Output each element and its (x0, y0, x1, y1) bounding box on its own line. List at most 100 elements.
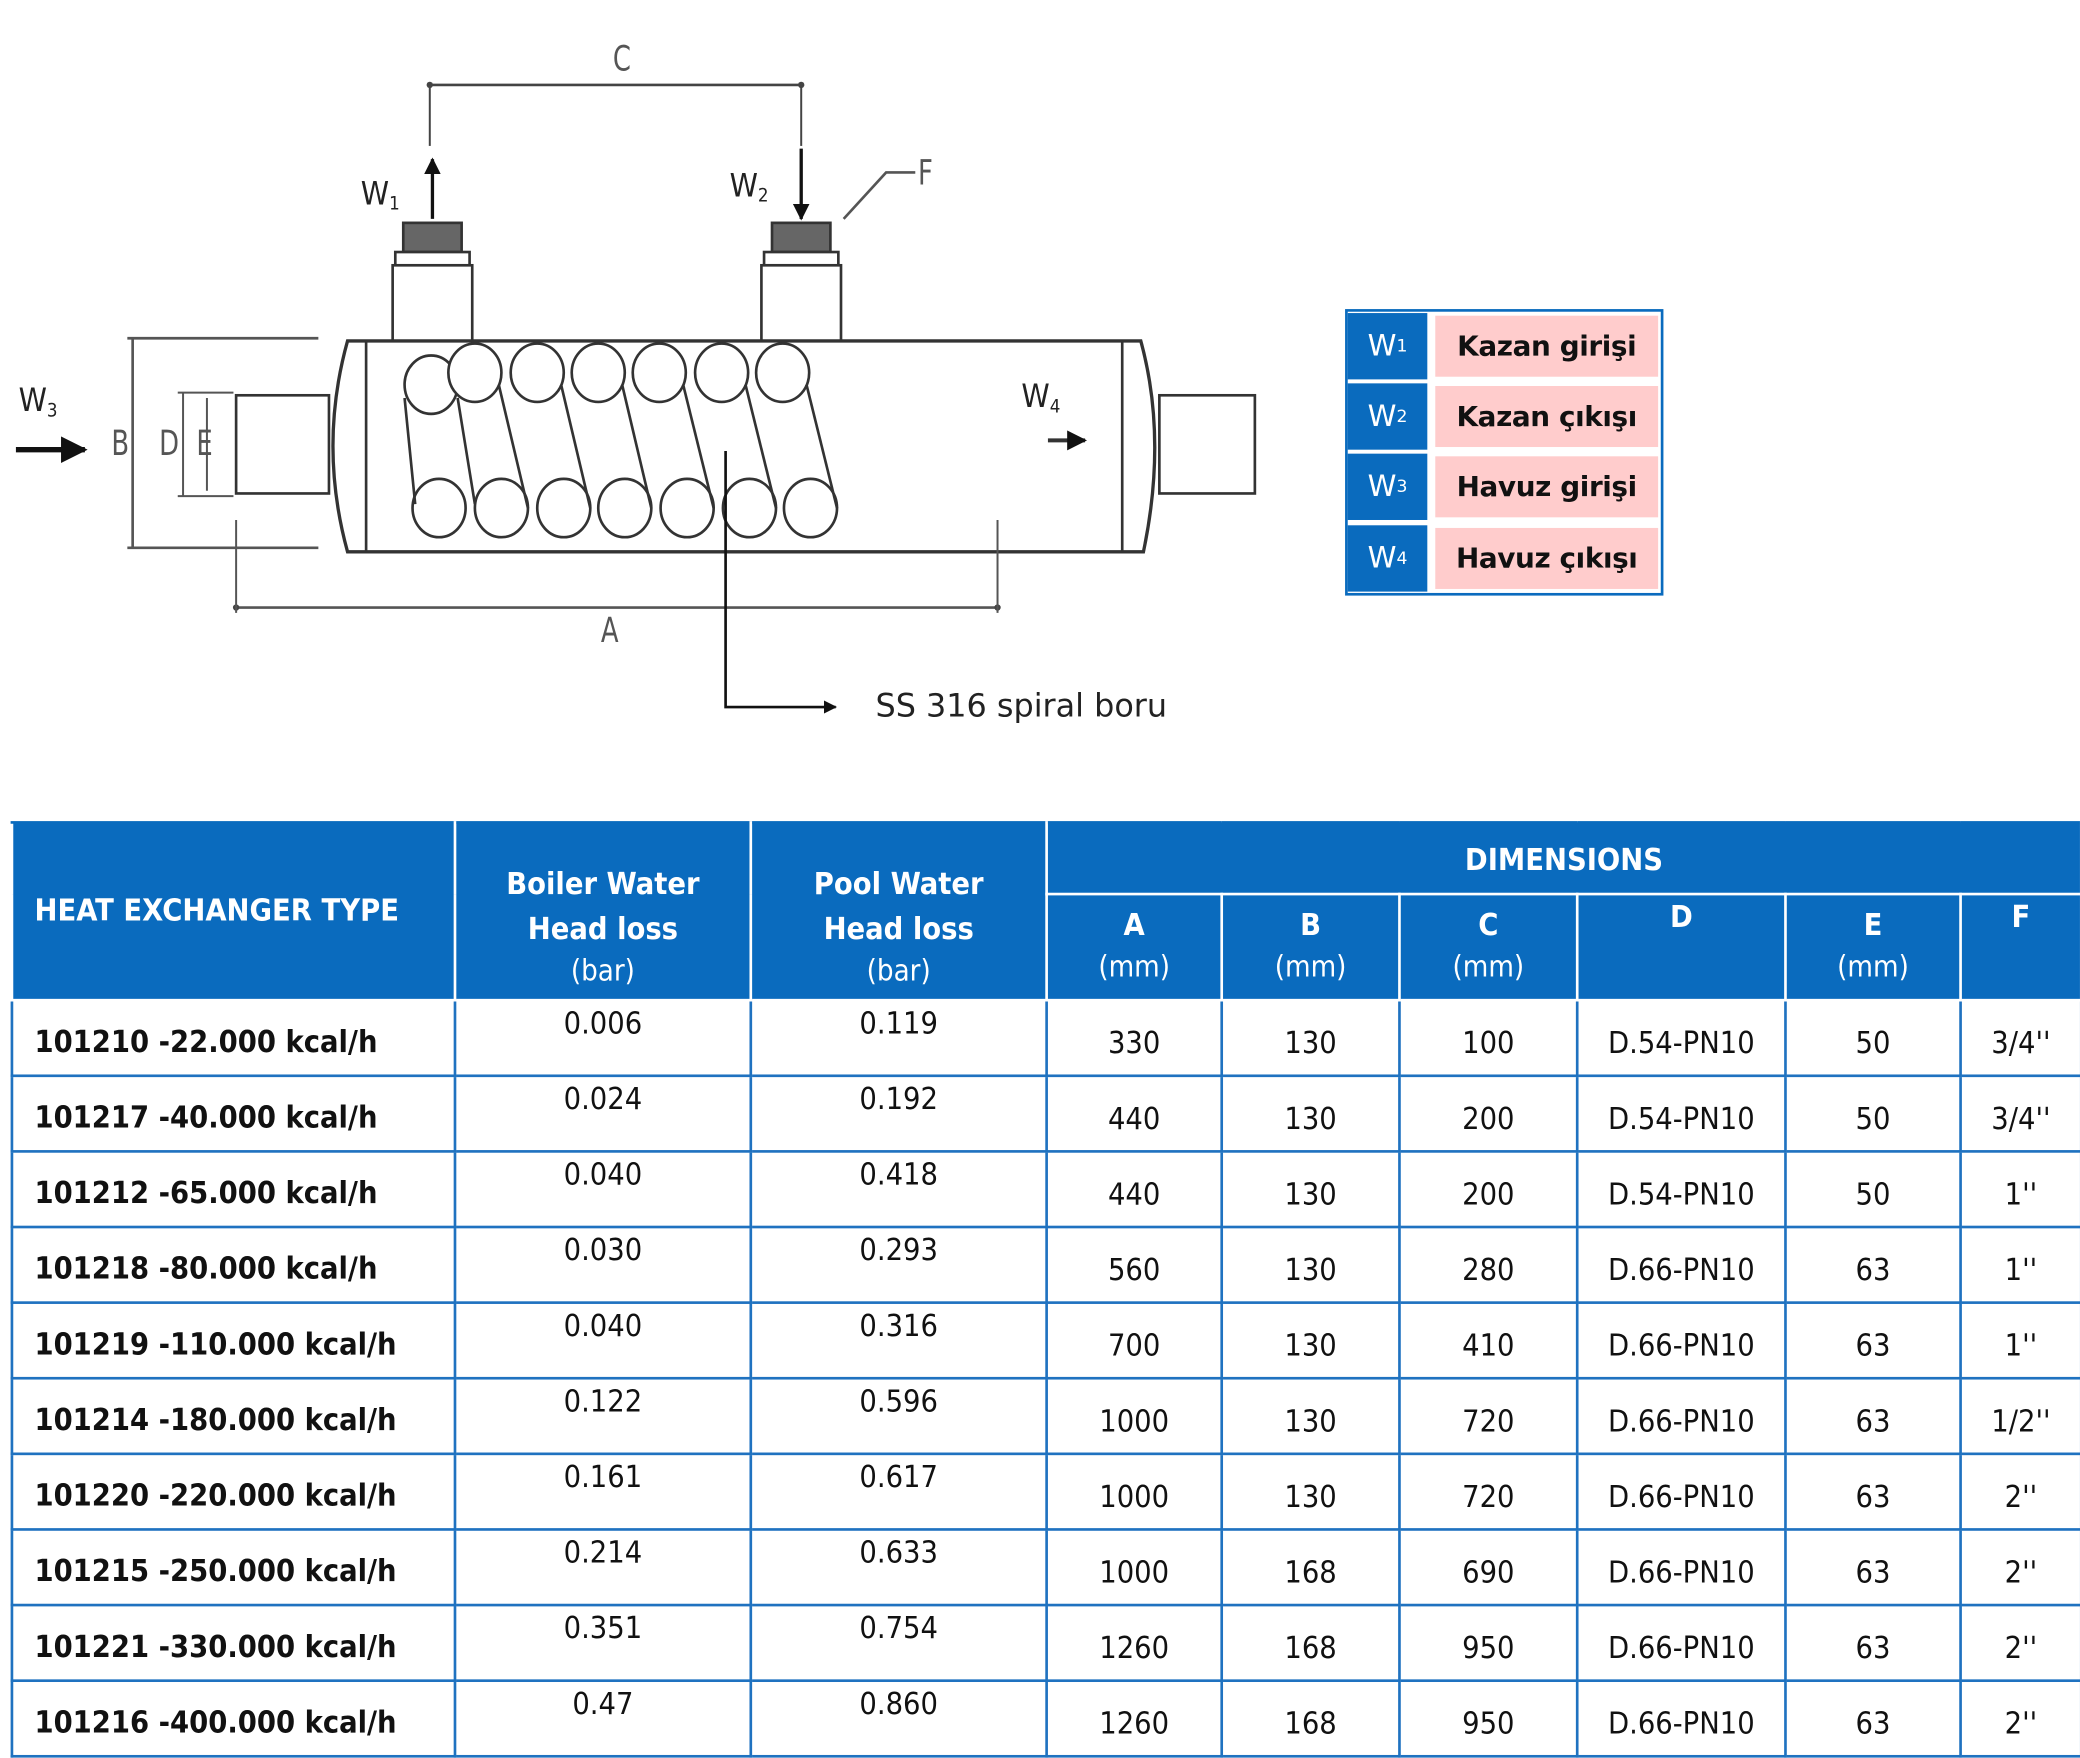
cell-dim-c: 720 (1398, 1376, 1579, 1456)
cell-dim-c: 100 (1398, 998, 1579, 1078)
cell-dim-b: 130 (1220, 998, 1401, 1078)
header-dim-c: C(mm) (1398, 892, 1579, 1002)
cell-dim-e: 63 (1784, 1528, 1962, 1607)
dimension-b-line (127, 336, 319, 550)
cell-dim-f: 1'' (1959, 1301, 2080, 1380)
dimension-b-label: B (111, 424, 130, 465)
cell-type: 101219 -110.000 kcal/h (10, 1301, 457, 1380)
cell-pool-head-loss: 0.860 (749, 1679, 1048, 1758)
header-dim-b: B(mm) (1220, 892, 1401, 1002)
header-heat-exchanger-type: HEAT EXCHANGER TYPE (10, 821, 457, 1002)
cell-boiler-head-loss: 0.030 (453, 1225, 753, 1304)
cell-dim-b: 130 (1220, 1376, 1401, 1456)
cell-type: 101216 -400.000 kcal/h (10, 1679, 457, 1758)
cell-pool-head-loss: 0.119 (749, 998, 1048, 1078)
cell-type: 101220 -220.000 kcal/h (10, 1452, 457, 1531)
cell-dim-b: 168 (1220, 1679, 1401, 1758)
top-nozzle-w1 (391, 221, 474, 347)
legend-label: Havuz girişi (1435, 456, 1659, 518)
dimension-d-label: D (159, 424, 180, 465)
cell-dim-e: 50 (1784, 1150, 1962, 1229)
header-dim-f: F (1959, 892, 2080, 1002)
cell-dim-a: 440 (1045, 1074, 1224, 1153)
dimension-de-lines (177, 391, 234, 498)
cell-boiler-head-loss: 0.006 (453, 998, 753, 1078)
cell-dim-c: 410 (1398, 1301, 1579, 1380)
cell-dim-f: 2'' (1959, 1603, 2080, 1683)
cell-type: 101215 -250.000 kcal/h (10, 1528, 457, 1607)
cell-boiler-head-loss: 0.122 (453, 1376, 753, 1456)
cell-boiler-head-loss: 0.47 (453, 1679, 753, 1758)
cell-type: 101214 -180.000 kcal/h (10, 1376, 457, 1456)
heat-exchanger-spec-table: HEAT EXCHANGER TYPE Boiler Water Head lo… (10, 821, 2080, 1758)
cell-dim-d: D.66-PN10 (1575, 1225, 1787, 1304)
cell-dim-a: 1000 (1045, 1452, 1224, 1531)
cell-boiler-head-loss: 0.024 (453, 1074, 753, 1153)
cell-dim-c: 720 (1398, 1452, 1579, 1531)
legend-label: Havuz çıkışı (1435, 527, 1659, 589)
cell-type: 101221 -330.000 kcal/h (10, 1603, 457, 1683)
cell-dim-c: 280 (1398, 1225, 1579, 1304)
w2-label: W2 (729, 167, 769, 207)
cell-dim-a: 560 (1045, 1225, 1224, 1304)
header-dimensions: DIMENSIONS (1045, 821, 2080, 896)
cell-boiler-head-loss: 0.161 (453, 1452, 753, 1531)
cell-dim-a: 1000 (1045, 1528, 1224, 1607)
cell-dim-c: 200 (1398, 1150, 1579, 1229)
cell-boiler-head-loss: 0.040 (453, 1150, 753, 1229)
f-leader (842, 171, 916, 220)
cell-dim-d: D.66-PN10 (1575, 1452, 1787, 1531)
cell-dim-e: 63 (1784, 1301, 1962, 1380)
cell-boiler-head-loss: 0.351 (453, 1603, 753, 1683)
header-dim-d: D (1575, 892, 1787, 1002)
header-dim-a: A(mm) (1045, 892, 1224, 1002)
cell-dim-e: 63 (1784, 1452, 1962, 1531)
cell-dim-f: 1'' (1959, 1225, 2080, 1304)
cell-dim-e: 50 (1784, 1074, 1962, 1153)
cell-dim-a: 1000 (1045, 1376, 1224, 1456)
cell-dim-e: 63 (1784, 1679, 1962, 1758)
cell-dim-f: 3/4'' (1959, 998, 2080, 1078)
spiral-coil (403, 342, 839, 539)
w4-label: W4 (1021, 378, 1061, 418)
cell-type: 101218 -80.000 kcal/h (10, 1225, 457, 1304)
side-nozzle-w3 (234, 393, 331, 495)
cell-dim-f: 2'' (1959, 1452, 2080, 1531)
cell-dim-d: D.66-PN10 (1575, 1603, 1787, 1683)
cell-pool-head-loss: 0.596 (749, 1376, 1048, 1456)
dimension-c-line (426, 81, 805, 146)
cell-dim-b: 130 (1220, 1225, 1401, 1304)
cell-dim-e: 63 (1784, 1376, 1962, 1456)
legend-label: Kazan çıkışı (1435, 386, 1659, 448)
header-pool-head-loss: Pool Water Head loss (bar) (749, 821, 1048, 1002)
cell-dim-d: D.54-PN10 (1575, 1074, 1787, 1153)
header-dim-e: E(mm) (1784, 892, 1962, 1002)
callout-leader (724, 451, 838, 714)
cell-dim-d: D.66-PN10 (1575, 1528, 1787, 1607)
cell-dim-f: 1/2'' (1959, 1376, 2080, 1456)
cell-dim-b: 130 (1220, 1074, 1401, 1153)
cell-dim-e: 50 (1784, 998, 1962, 1078)
cell-dim-a: 1260 (1045, 1603, 1224, 1683)
cell-pool-head-loss: 0.418 (749, 1150, 1048, 1229)
top-nozzle-w2 (760, 221, 843, 347)
heat-exchanger-diagram: W1 W2 W3 W4 C F B D E A SS 316 spiral bo… (0, 0, 1327, 743)
dimension-a-label: A (600, 611, 619, 652)
cell-pool-head-loss: 0.192 (749, 1074, 1048, 1153)
cell-pool-head-loss: 0.617 (749, 1452, 1048, 1531)
cell-dim-b: 130 (1220, 1301, 1401, 1380)
heat-exchanger-drawing (15, 81, 1257, 714)
cell-dim-d: D.54-PN10 (1575, 998, 1787, 1078)
